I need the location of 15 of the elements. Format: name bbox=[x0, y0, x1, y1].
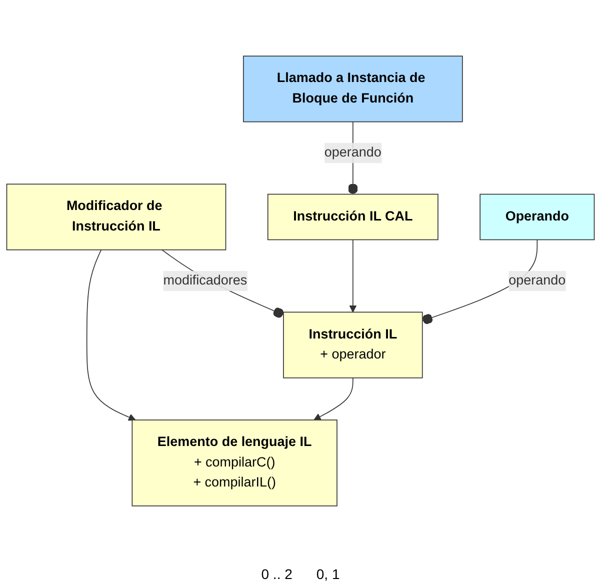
node-box: Llamado a Instancia de Bloque de Función bbox=[242, 56, 463, 122]
edge-label: operando bbox=[508, 273, 566, 288]
arrow bbox=[314, 377, 354, 420]
node-box: Elemento de lenguaje IL + compilarC() + compilarIL() bbox=[132, 420, 338, 506]
arrow bbox=[86, 249, 136, 421]
edge-label: operando bbox=[324, 145, 382, 160]
connector bbox=[161, 249, 284, 318]
node-box: Instrucción IL + operador bbox=[283, 312, 423, 378]
node-box: Instrucción IL CAL bbox=[267, 194, 438, 240]
multiplicity-label: 0, 1 bbox=[316, 566, 340, 582]
arrow bbox=[349, 239, 357, 312]
edge-label: modificadores bbox=[163, 273, 248, 288]
node-box: Modificador de Instrucción IL bbox=[6, 184, 226, 250]
multiplicity-label: 0 .. 2 bbox=[261, 566, 292, 582]
node-box: Operando bbox=[480, 194, 595, 240]
